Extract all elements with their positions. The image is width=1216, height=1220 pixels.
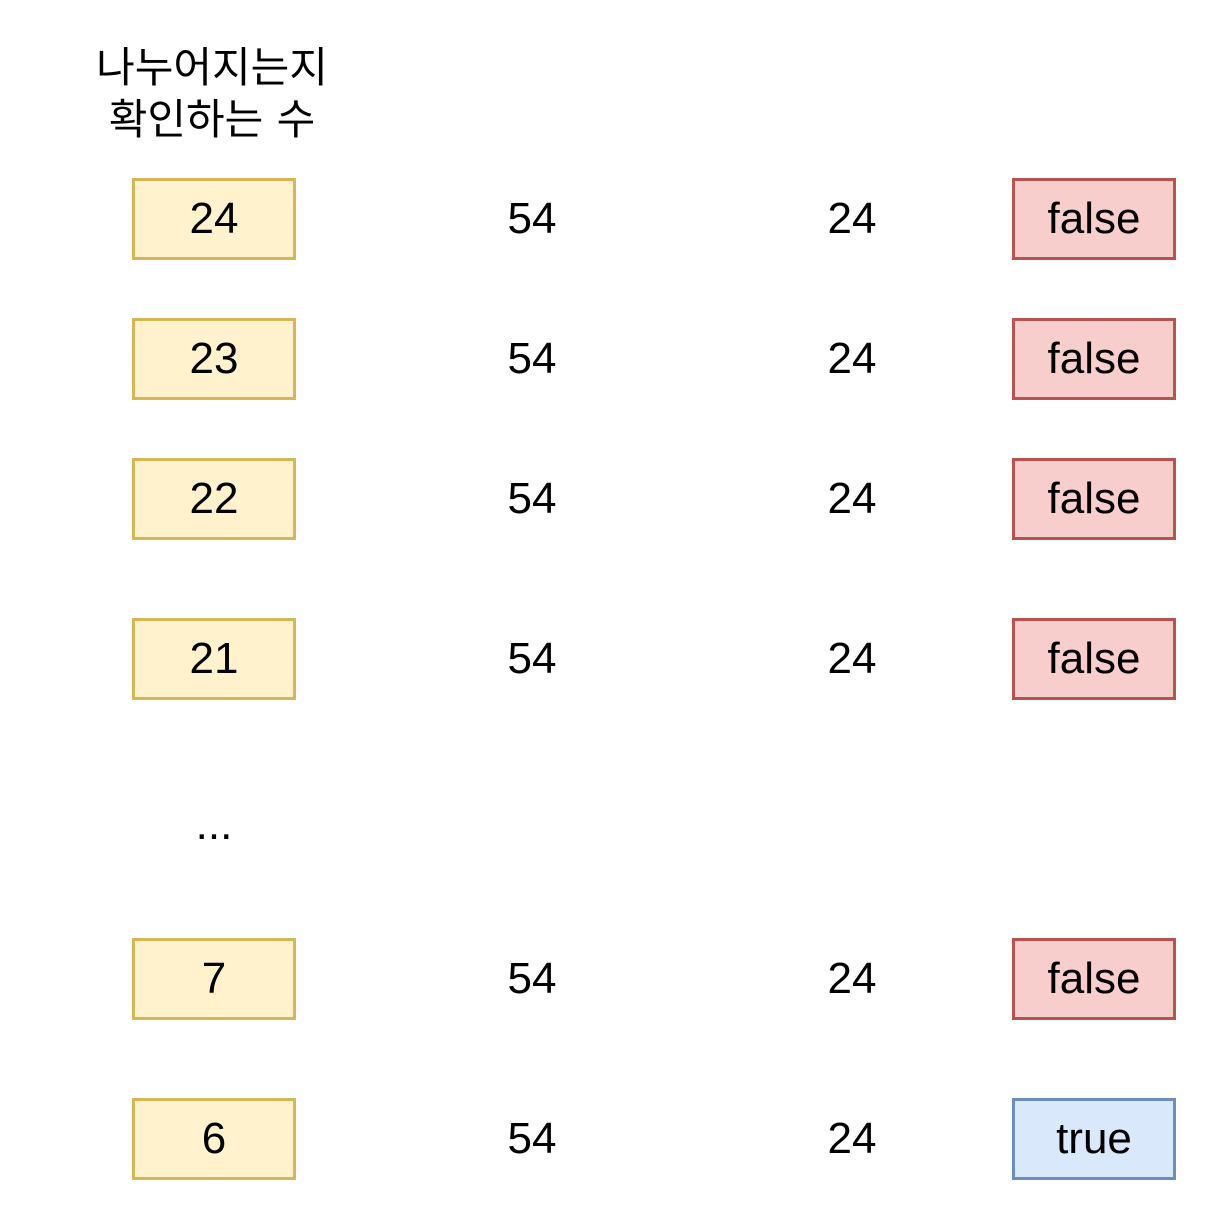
candidate-box: 23 xyxy=(132,318,296,400)
divisor-value: 24 xyxy=(827,1114,877,1163)
result-false-box: false xyxy=(1012,618,1176,700)
divisor-value: 24 xyxy=(827,474,877,523)
divisor-value: 24 xyxy=(827,634,877,683)
candidate-box: 6 xyxy=(132,1098,296,1180)
candidate-box: 24 xyxy=(132,178,296,260)
divisor-value: 24 xyxy=(827,954,877,1003)
result-false-box: false xyxy=(1012,178,1176,260)
result-false-box: false xyxy=(1012,458,1176,540)
column-header: 나누어지는지 확인하는 수 xyxy=(96,43,328,144)
divisor-value: 24 xyxy=(827,334,877,383)
candidate-box: 22 xyxy=(132,458,296,540)
candidate-box: 7 xyxy=(132,938,296,1020)
divisor-value: 24 xyxy=(827,194,877,243)
dividend-value: 54 xyxy=(507,634,557,683)
dividend-value: 54 xyxy=(507,1114,557,1163)
result-true-box: true xyxy=(1012,1098,1176,1180)
dividend-value: 54 xyxy=(507,954,557,1003)
dividend-value: 54 xyxy=(507,334,557,383)
result-false-box: false xyxy=(1012,318,1176,400)
dividend-value: 54 xyxy=(507,474,557,523)
ellipsis: ... xyxy=(195,800,233,849)
dividend-value: 54 xyxy=(507,194,557,243)
result-false-box: false xyxy=(1012,938,1176,1020)
candidate-box: 21 xyxy=(132,618,296,700)
